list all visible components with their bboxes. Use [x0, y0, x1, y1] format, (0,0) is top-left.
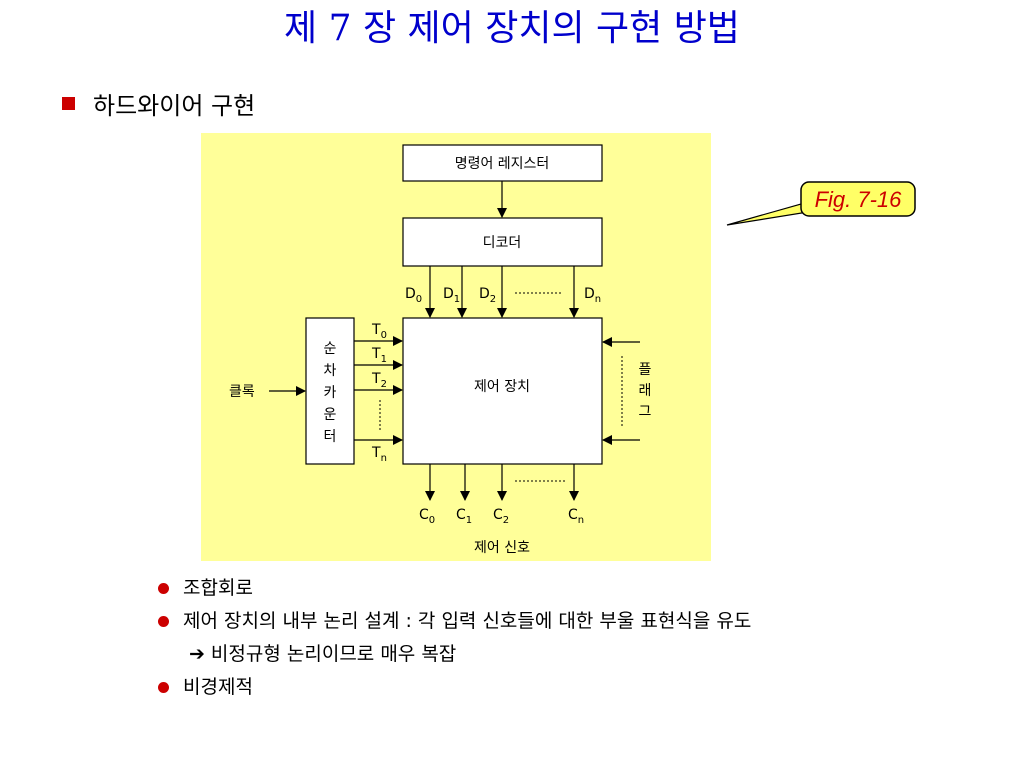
t2-label: T2	[371, 371, 387, 390]
bullet-text: 제어 장치의 내부 논리 설계 : 각 입력 신호들에 대한 부울 표현식을 유…	[183, 610, 752, 632]
bullet-text: 비정규형 논리이므로 매우 복잡	[210, 643, 457, 665]
c2-label: C2	[493, 507, 509, 526]
bullet-item: 비경제적	[158, 671, 751, 704]
decoder-box	[402, 217, 603, 267]
instruction-register-label: 명령어 레지스터	[455, 156, 550, 172]
counter-char-2: 차	[324, 363, 337, 379]
cn-label: Cn	[568, 507, 584, 526]
flag-char-3: 그	[639, 404, 652, 420]
bullet-text: 조합회로	[183, 577, 253, 599]
counter-char-4: 운	[324, 407, 337, 423]
arrow-right-icon: ➔	[189, 643, 205, 665]
t1-label: T1	[371, 346, 387, 365]
callout-box	[800, 181, 916, 217]
control-signal-label: 제어 신호	[474, 540, 530, 556]
d1-label: D1	[443, 286, 460, 305]
counter-char-1: 순	[324, 341, 337, 357]
bullet-item: 제어 장치의 내부 논리 설계 : 각 입력 신호들에 대한 부울 표현식을 유…	[158, 605, 751, 638]
bullet-text: 비경제적	[183, 676, 253, 698]
counter-char-5: 터	[324, 429, 337, 445]
d0-label: D0	[405, 286, 422, 305]
flag-char-2: 래	[639, 383, 652, 399]
bullet-dot-icon	[158, 583, 169, 594]
counter-char-3: 카	[324, 385, 337, 401]
bullet-subitem: ➔ 비정규형 논리이므로 매우 복잡	[158, 638, 751, 671]
control-unit-label: 제어 장치	[474, 379, 530, 395]
figure-label: Fig. 7-16	[815, 187, 903, 212]
c0-label: C0	[419, 507, 435, 526]
decoder-label: 디코더	[483, 235, 522, 251]
sequence-counter-box	[305, 317, 355, 465]
callout-pointer	[726, 201, 809, 226]
square-bullet-icon	[62, 97, 75, 110]
dn-label: Dn	[584, 286, 601, 305]
bullet-dot-icon	[158, 616, 169, 627]
main-bullet-text: 하드와이어 구현	[93, 92, 256, 120]
c1-label: C1	[456, 507, 472, 526]
clock-label: 클록	[229, 384, 255, 400]
tn-label: Tn	[371, 445, 387, 464]
main-bullet: 하드와이어 구현	[62, 86, 255, 121]
bullet-list: 조합회로 제어 장치의 내부 논리 설계 : 각 입력 신호들에 대한 부울 표…	[158, 572, 751, 704]
d2-label: D2	[479, 286, 496, 305]
control-unit-box	[402, 317, 603, 465]
bullet-dot-icon	[158, 682, 169, 693]
page-title: 제 7 장 제어 장치의 구현 방법	[284, 8, 740, 49]
flag-char-1: 플	[639, 362, 652, 378]
bullet-item: 조합회로	[158, 572, 751, 605]
t0-label: T0	[371, 322, 387, 341]
